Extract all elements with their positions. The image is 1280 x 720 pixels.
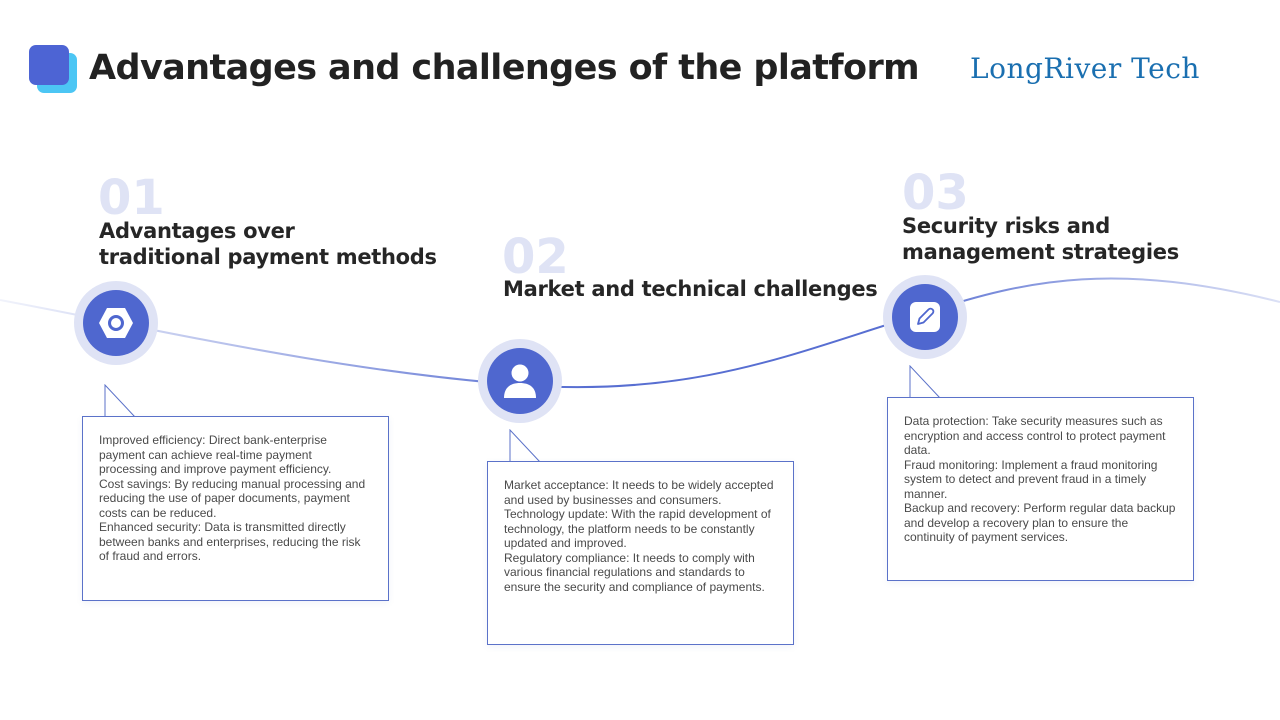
section-2-callout-tail: [509, 429, 541, 463]
section-1-heading-line-2: traditional payment methods: [99, 245, 437, 269]
section-1-item-2: Cost savings: By reducing manual process…: [99, 476, 366, 520]
section-3-item-3: Backup and recovery: Perform regular dat…: [904, 501, 1176, 544]
user-icon: [504, 364, 536, 398]
section-3-heading-line-2: management strategies: [902, 240, 1179, 264]
section-3-number: 03: [902, 165, 969, 221]
section-2-node: [478, 339, 562, 423]
section-1-item-1: Improved efficiency: Direct bank-enterpr…: [99, 433, 332, 476]
section-3-callout-box: Data protection: Take security measures …: [887, 397, 1194, 581]
section-2-node-inner: [487, 348, 553, 414]
section-1-node-inner: [83, 290, 149, 356]
section-3-heading-line-1: Security risks and: [902, 214, 1110, 238]
section-2-item-2: Technology update: With the rapid develo…: [504, 507, 771, 550]
section-2-item-3: Regulatory compliance: It needs to compl…: [504, 550, 765, 594]
section-3-item-2: Fraud monitoring: Implement a fraud moni…: [904, 457, 1158, 501]
hexagon-nut-icon: [99, 308, 133, 338]
edit-pen-icon: [910, 302, 940, 332]
section-1-callout-tail: [104, 384, 136, 418]
section-2-heading: Market and technical challenges: [503, 276, 878, 302]
section-1-node: [74, 281, 158, 365]
section-3-heading: Security risks and management strategies: [902, 213, 1179, 265]
section-1-heading: Advantages over traditional payment meth…: [99, 218, 437, 270]
section-1-item-3: Enhanced security: Data is transmitted d…: [99, 520, 361, 563]
logo-square-front: [29, 45, 69, 85]
section-2-item-1: Market acceptance: It needs to be widely…: [504, 478, 774, 507]
section-3-item-1: Data protection: Take security measures …: [904, 414, 1166, 457]
section-2-callout-box: Market acceptance: It needs to be widely…: [487, 461, 794, 645]
brand-name: LongRiver Tech: [970, 52, 1200, 85]
section-1-number: 01: [98, 170, 165, 226]
section-1-heading-line-1: Advantages over: [99, 219, 295, 243]
section-3-callout-tail: [909, 365, 941, 399]
section-3-node: [883, 275, 967, 359]
section-2-number: 02: [502, 229, 569, 285]
section-2-heading-line-1: Market and technical challenges: [503, 277, 878, 301]
section-1-callout-box: Improved efficiency: Direct bank-enterpr…: [82, 416, 389, 601]
section-3-node-inner: [892, 284, 958, 350]
page-title: Advantages and challenges of the platfor…: [89, 48, 920, 88]
